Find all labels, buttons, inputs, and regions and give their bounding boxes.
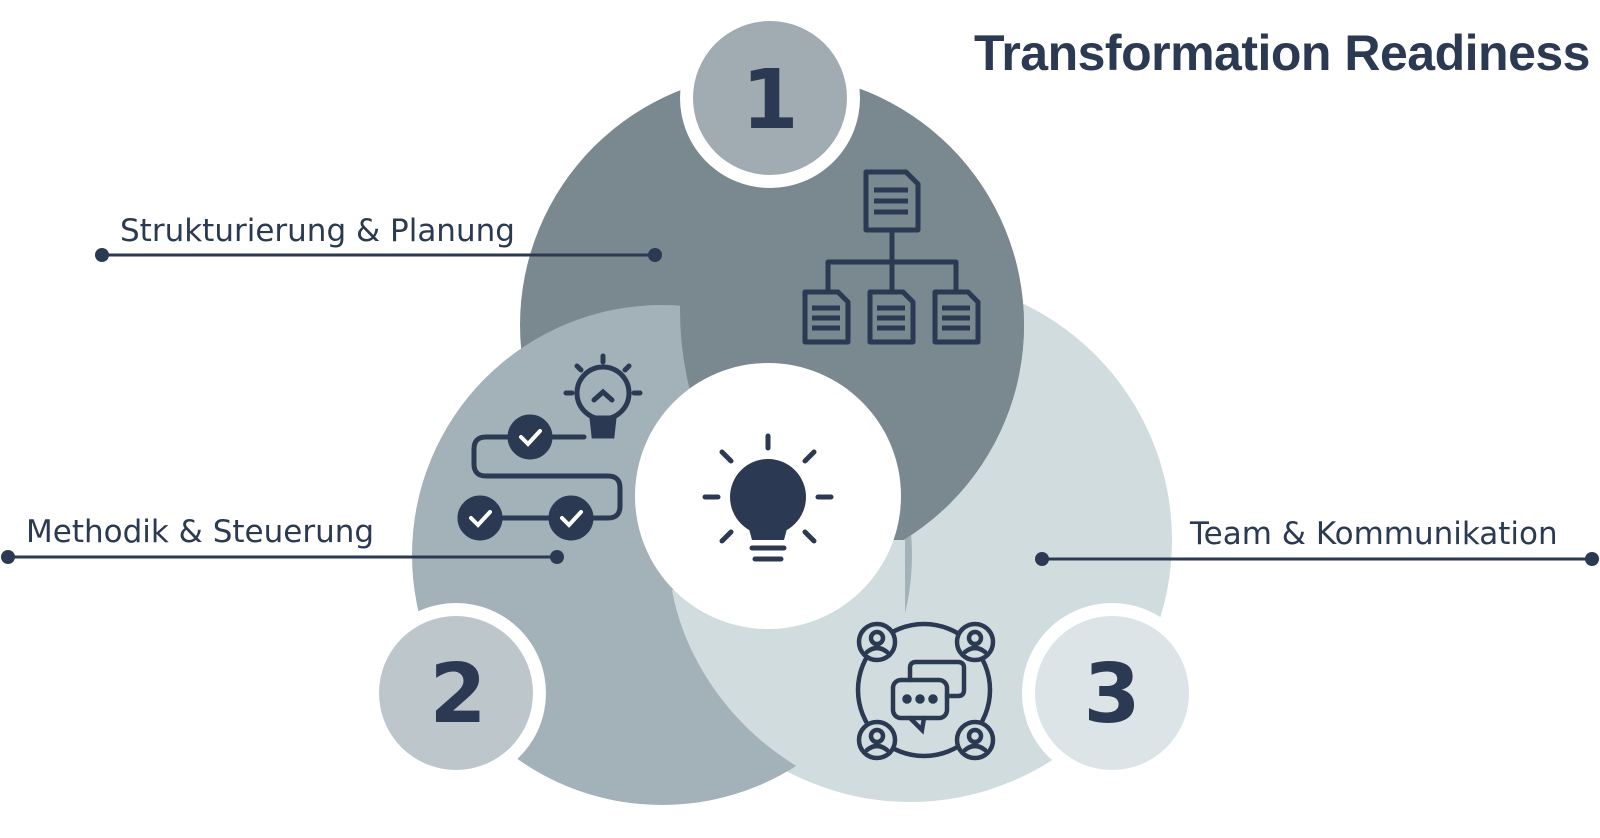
badge-1-number: 1 (741, 53, 798, 148)
badge-3-number: 3 (1083, 647, 1140, 742)
segment-1-label: Strukturierung & Planung (120, 213, 515, 249)
leader-line-1 (95, 248, 662, 262)
leader-line-3 (1035, 552, 1599, 566)
badge-2 (379, 616, 533, 770)
lightbulb-icon (702, 433, 834, 562)
process-roadmap-icon (457, 353, 643, 541)
document-hierarchy-icon (802, 169, 981, 345)
badge-1 (693, 21, 847, 175)
team-communication-icon (855, 621, 996, 761)
diagram-title: Transformation Readiness (974, 25, 1590, 81)
badge-3 (1035, 616, 1189, 770)
segment-3-label: Team & Kommunikation (1190, 516, 1558, 552)
segment-2-label: Methodik & Steuerung (26, 514, 375, 550)
leader-line-2 (1, 550, 564, 564)
badge-2-number: 2 (429, 647, 486, 742)
